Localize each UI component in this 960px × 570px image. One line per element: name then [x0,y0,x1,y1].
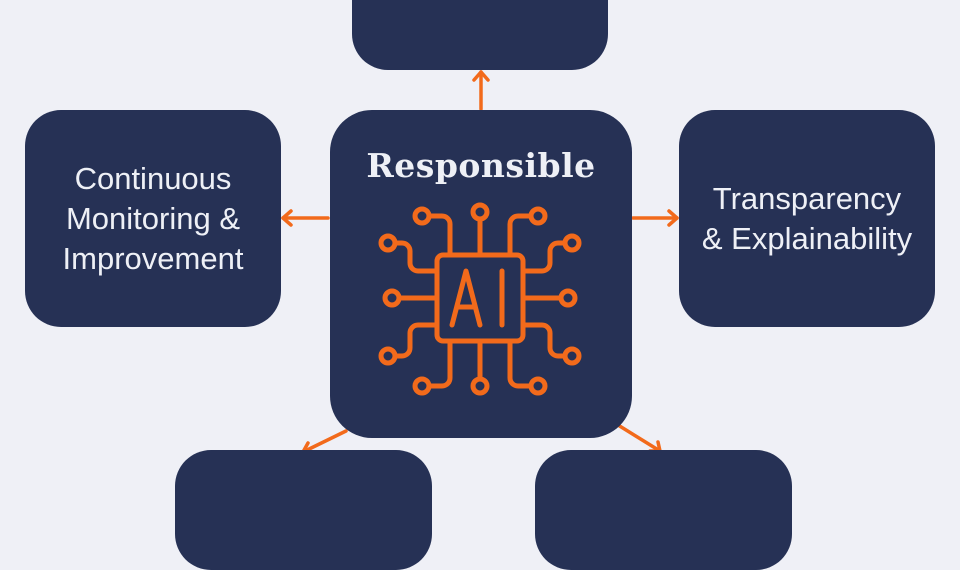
node-right-label: Transparency & Explainability [701,180,913,256]
arrow-to-left [281,209,330,227]
node-bottom-right [535,450,792,570]
arrow-to-bottom-right [616,423,662,453]
node-continuous-monitoring: Continuous Monitoring & Improvement [25,110,281,327]
arrow-to-top [472,70,490,111]
arrow-to-right [631,209,679,227]
ai-chip-icon [378,202,582,396]
node-bottom-left [175,450,432,570]
center-title: Responsible [366,146,596,185]
node-top [352,0,608,70]
node-left-label: Continuous Monitoring & Improvement [62,160,244,276]
node-responsible-ai: Responsible [330,110,632,438]
node-transparency-explainability: Transparency & Explainability [679,110,935,327]
